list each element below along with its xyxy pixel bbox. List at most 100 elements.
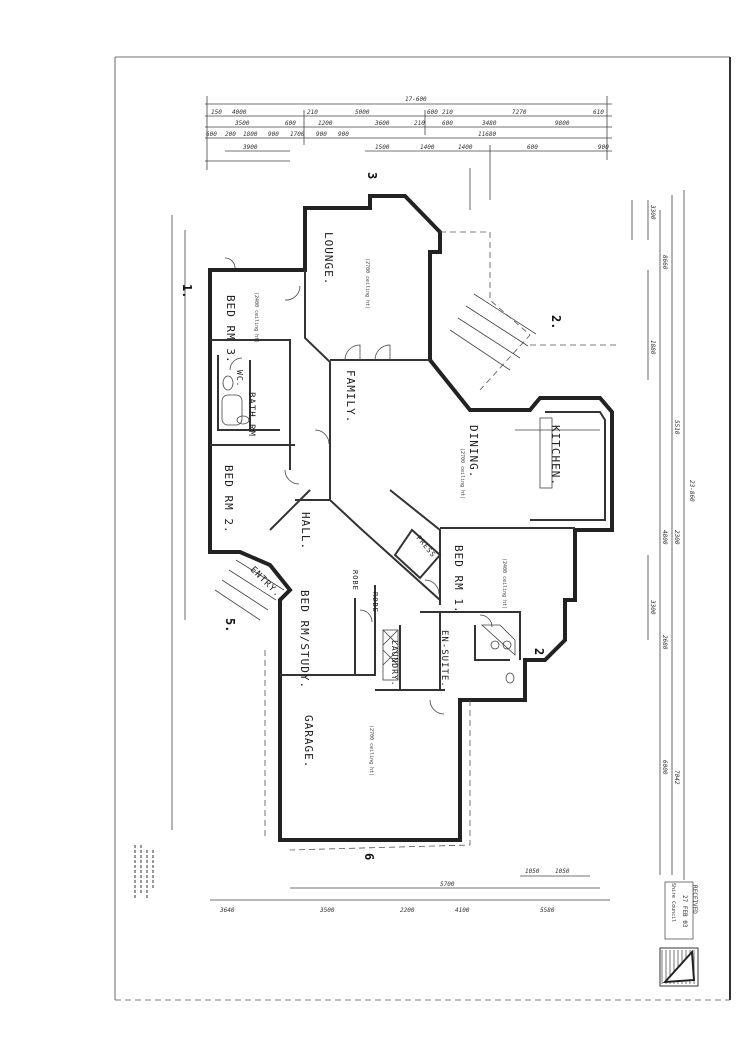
stamp-date: 27 FEB 03 (681, 895, 688, 928)
room-label-wc: WC. (235, 370, 244, 387)
dim-label: 210 (442, 109, 453, 116)
dim-label: 5700 (440, 881, 455, 888)
section-marker: 5. (223, 618, 237, 632)
room-label-laundry: LAUNDRY. (390, 640, 399, 687)
dim-label: 600 (285, 120, 296, 127)
dim-label: 2300 (673, 530, 680, 545)
dim-label: 2680 (661, 635, 668, 650)
stamp-council: Shire Council (670, 883, 676, 922)
dim-label: 1800 (243, 131, 258, 138)
ceiling-note: (2700 ceiling ht) (459, 448, 465, 499)
top-row-1-dims: 150 4000 210 5000 600 210 7270 610 (211, 109, 604, 116)
room-label-press: PRESS (414, 534, 437, 559)
dim-label: 900 (268, 131, 279, 138)
sheet-border (114, 56, 731, 1001)
dimension-overall-width: 17-600 (405, 96, 427, 103)
dim-label: 200 (225, 131, 236, 138)
received-stamp: RECEIVED 27 FEB 03 Shire Council (664, 881, 698, 940)
dim-label: 2200 (400, 907, 415, 914)
room-label-family: FAMILY. (344, 370, 357, 423)
right-dimension-lines (631, 190, 685, 880)
bottom-dimension-lines (210, 168, 610, 901)
dim-label: 600 (442, 120, 453, 127)
dimension-overall-length: 23-860 (688, 480, 695, 502)
stairs-and-decks (214, 231, 620, 851)
dim-label: 3300 (649, 599, 656, 615)
dim-label: 4100 (455, 907, 470, 914)
dim-label: 210 (414, 120, 425, 127)
dim-label: 3640 (219, 907, 235, 914)
dim-label: 1050 (525, 868, 540, 875)
room-label-robe-2: ROBE (371, 592, 379, 613)
top-row-2-dims: 3500 600 1200 3600 210 600 3480 9800 (234, 120, 570, 127)
toilet-icon (222, 375, 234, 391)
dim-label: 3300 (649, 204, 656, 220)
room-label-kitchen: KITCHEN. (549, 425, 562, 486)
architect-logo (659, 947, 699, 987)
fixtures (221, 375, 516, 684)
dim-label: 7270 (512, 109, 527, 116)
room-label-dining: DINING. (467, 425, 480, 478)
dim-label: 600 (527, 144, 538, 151)
dim-label: 1880 (649, 340, 656, 355)
dim-label: 7042 (673, 770, 680, 785)
section-marker: 3 (365, 172, 379, 179)
dim-label: 5580 (540, 907, 555, 914)
room-label-bed-rm-3: BED RM 3. (224, 295, 237, 364)
dim-label: 150 (211, 109, 222, 116)
room-label-bed-rm-2: BED RM 2. (222, 465, 235, 534)
dim-label: 900 (338, 131, 349, 138)
section-marker: 2. (549, 315, 563, 329)
ceiling-note: (2400 ceiling ht) (253, 292, 259, 343)
dim-label: 3500 (319, 907, 335, 914)
dim-label: 11680 (478, 131, 496, 138)
room-label-bed-rm-study: BED RM/STUDY. (298, 590, 311, 689)
ceiling-note: (2700 ceiling ht) (364, 258, 370, 309)
room-label-entry: ENTRY. (248, 565, 282, 599)
section-marker: 6 (362, 853, 376, 860)
toilet-icon (505, 672, 515, 684)
room-label-hall: HALL. (299, 512, 312, 550)
dim-label: 6000 (661, 760, 668, 775)
ceiling-note: (2400 ceiling ht) (501, 558, 507, 609)
room-label-bed-rm-1: BED RM 1. (452, 545, 465, 614)
dim-label: 9800 (555, 120, 570, 127)
dim-label: 1400 (420, 144, 435, 151)
title-notes-block (134, 845, 154, 900)
dim-label: 900 (316, 131, 327, 138)
room-label-robe-1: ROBE (351, 570, 359, 591)
dim-label: 1050 (555, 868, 570, 875)
room-label-lounge: LOUNGE. (322, 232, 335, 285)
dim-label: 1700 (290, 131, 305, 138)
basin-icon (502, 640, 512, 650)
dim-label: 1400 (458, 144, 473, 151)
stamp-title: RECEIVED (691, 885, 698, 914)
dim-label: 5000 (355, 109, 370, 116)
dim-label: 1200 (318, 120, 333, 127)
bottom-row-dims: 3640 3500 2200 4100 5700 1050 1050 5580 (219, 868, 570, 914)
section-markers: 3 2. 2 5. 1. 6 (180, 172, 563, 860)
door-swings (224, 257, 493, 715)
shower-icon (480, 624, 516, 656)
ceiling-note: (2700 ceiling ht) (368, 725, 374, 776)
bath-icon (221, 394, 243, 426)
dim-label: 900 (598, 144, 609, 151)
room-label-en-suite: EN-SUITE. (439, 630, 449, 688)
left-dimension-lines (171, 215, 186, 830)
dim-label: 210 (307, 109, 318, 116)
ceiling-notes: (2700 ceiling ht) (2700 ceiling ht) (240… (253, 258, 507, 776)
dim-label: 4800 (661, 530, 668, 545)
top-dimension-lines (205, 96, 612, 200)
section-marker: 1. (180, 284, 194, 298)
dim-label: 1500 (375, 144, 390, 151)
interior-walls (210, 270, 606, 691)
dim-label: 3900 (242, 144, 258, 151)
dim-label: 600 (206, 131, 217, 138)
room-label-bath-rm: BATH RM (246, 392, 256, 437)
basin-icon (490, 640, 500, 650)
top-row-4-dims: 3900 1500 1400 1400 600 900 (242, 144, 609, 151)
dim-label: 3600 (374, 120, 390, 127)
dim-label: 600 (427, 109, 438, 116)
exterior-walls (208, 194, 614, 842)
